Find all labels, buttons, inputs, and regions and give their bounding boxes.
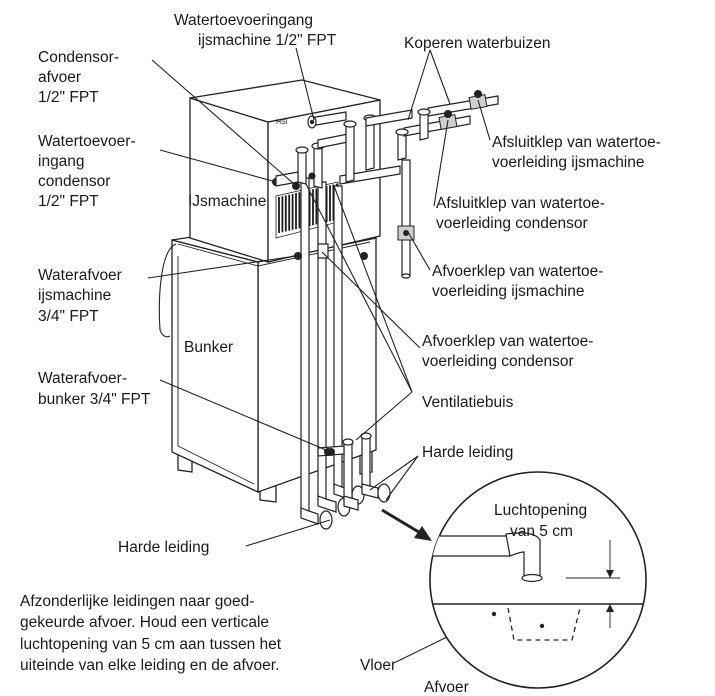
label-hard-pipe-left: Harde leiding (118, 539, 209, 556)
label-ice-machine: IJsmachine (188, 193, 266, 210)
label-cond-inlet-2: ingang (38, 153, 85, 170)
label-copper-pipes: Koperen waterbuizen (404, 35, 551, 52)
label-cond-drain: Condensor- (38, 49, 119, 66)
label-shutoff-ice: Afsluitklep van watertoe- (492, 134, 661, 151)
label-bunker-drain: Waterafvoer- (38, 370, 127, 387)
label-drainvalve-ice-2: voerleiding ijsmachine (432, 283, 585, 300)
label-ice-drain: Waterafvoer (38, 267, 122, 284)
drain-valve-condenser (360, 252, 368, 260)
label-shutoff-cond: Afsluitklep van watertoe- (436, 195, 605, 212)
label-ice-drain-2: ijsmachine (38, 287, 111, 304)
ice-machine-drain-fitting (294, 252, 302, 260)
label-hard-pipe-right: Harde leiding (422, 444, 513, 461)
label-air-gap-2: van 5 cm (510, 523, 573, 540)
label-drainvalve-cond-2: voerleiding condensor (422, 353, 574, 370)
piping (272, 90, 499, 530)
label-drainvalve-cond: Afvoerklep van watertoe- (422, 333, 593, 350)
brand-mark: HSI (276, 119, 288, 126)
label-cond-inlet: Watertoevoer- (38, 133, 136, 150)
label-floor: Vloer (360, 657, 396, 674)
air-gap-detail (429, 471, 647, 689)
note-line-1: Afzonderlijke leidingen naar goed- (20, 593, 254, 610)
label-cond-inlet-3: condensor (38, 173, 110, 190)
label-ice-inlet-2: ijsmachine 1/2" FPT (198, 32, 337, 49)
label-ice-drain-3: 3/4" FPT (38, 308, 99, 325)
label-cond-inlet-4: 1/2" FPT (38, 193, 99, 210)
shutoff-valve-ice (468, 90, 488, 110)
zoom-arrow (381, 508, 432, 541)
label-cond-drain-3: 1/2" FPT (38, 89, 99, 106)
diagram-labels: Watertoevoeringang ijsmachine 1/2" FPT K… (38, 12, 661, 696)
label-air-gap: Luchtopening (494, 502, 587, 519)
label-bunker: Bunker (184, 339, 233, 356)
label-drainvalve-ice: Afvoerklep van watertoe- (432, 263, 603, 280)
note-line-3: luchtopening van 5 cm aan tussen het (20, 636, 282, 653)
label-cond-drain-2: afvoer (38, 69, 81, 86)
label-shutoff-ice-2: voerleiding ijsmachine (492, 154, 645, 171)
label-bunker-drain-2: bunker 3/4" FPT (38, 391, 151, 408)
installation-note: Afzonderlijke leidingen naar goed- gekeu… (20, 593, 282, 674)
note-line-2: gekeurde afvoer. Houd een verticale (20, 614, 269, 631)
label-shutoff-cond-2: voerleiding condensor (436, 215, 588, 232)
leader-lines (147, 47, 543, 671)
label-vent-pipe: Ventilatiebuis (422, 394, 514, 411)
label-ice-inlet: Watertoevoeringang (174, 12, 313, 29)
label-drain: Afvoer (424, 679, 469, 696)
note-line-4: uiteinde van elke leiding en de afvoer. (20, 657, 279, 674)
